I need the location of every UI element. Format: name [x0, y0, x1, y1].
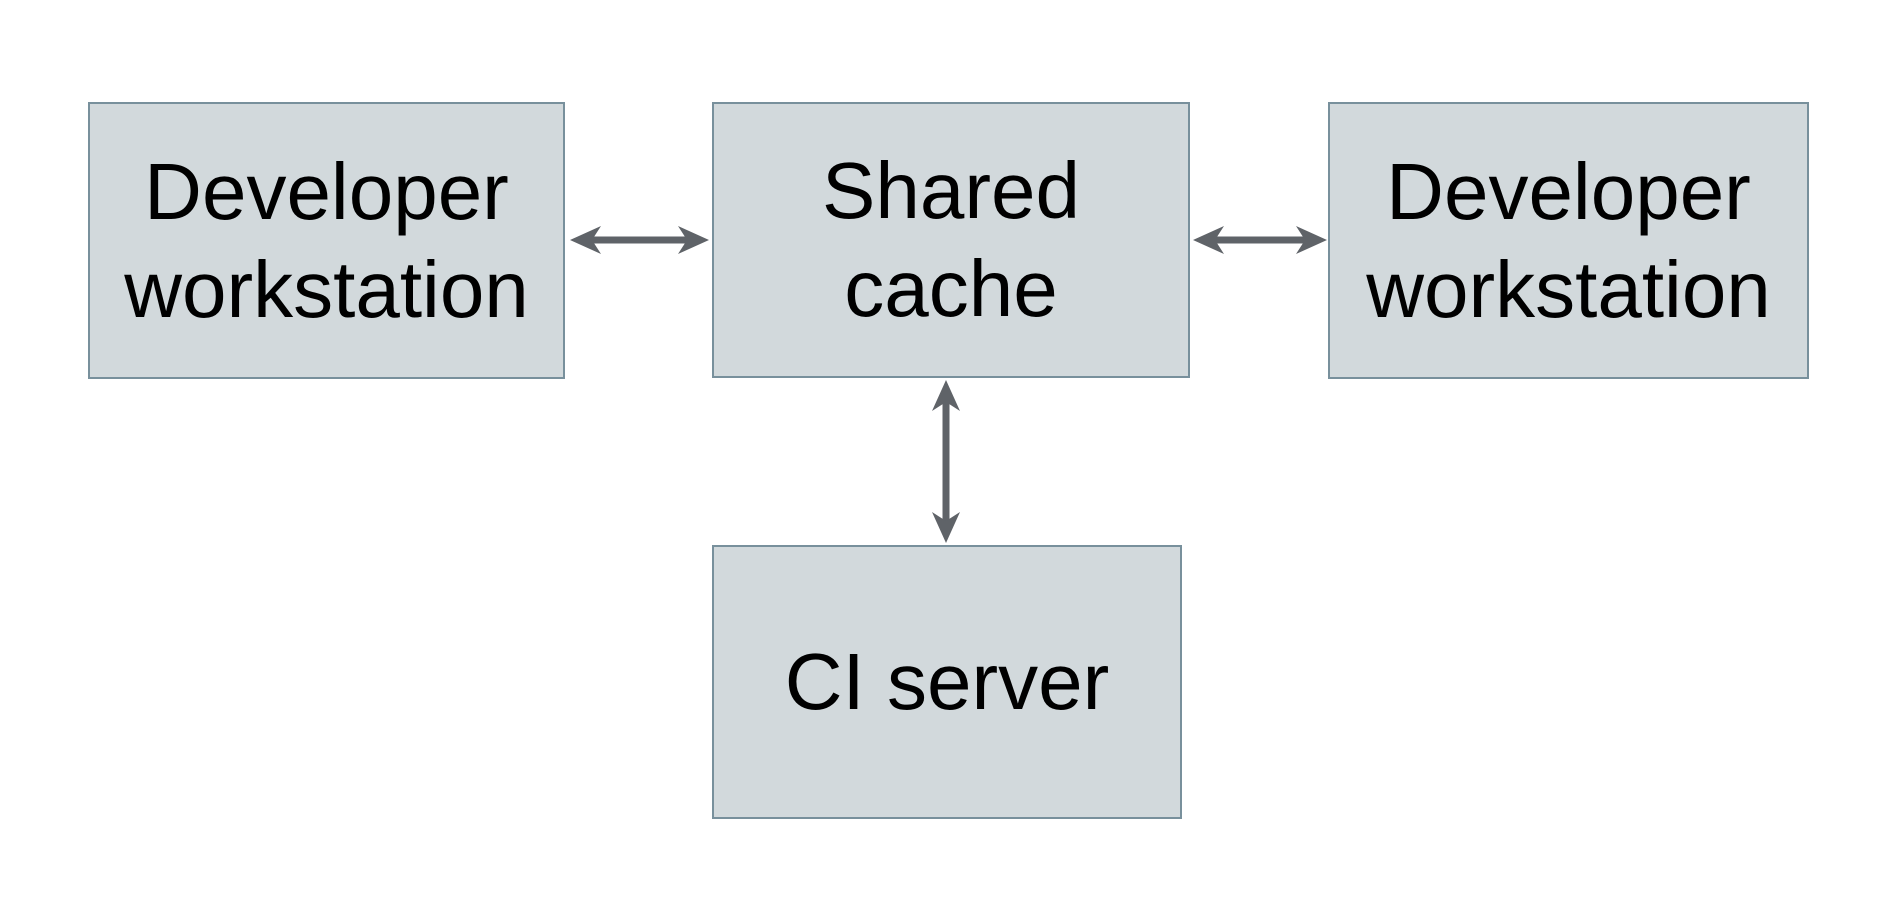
node-label: Shared cache [822, 146, 1080, 333]
bidirectional-arrow-shared-cache-ci-server [932, 380, 960, 543]
node-developer-workstation-right: Developer workstation [1328, 102, 1809, 379]
node-label: Developer workstation [1366, 146, 1771, 334]
arrowhead-up [932, 380, 960, 411]
node-label: Developer workstation [124, 146, 529, 334]
node-ci-server: CI server [712, 545, 1182, 819]
arrowhead-down [932, 512, 960, 543]
arrowhead-right [678, 226, 709, 254]
node-shared-cache: Shared cache [712, 102, 1190, 378]
arrowhead-right [1296, 226, 1327, 254]
bidirectional-arrow-left-workstation-shared-cache [570, 226, 709, 254]
bidirectional-arrow-shared-cache-right-workstation [1193, 226, 1327, 254]
node-developer-workstation-left: Developer workstation [88, 102, 565, 379]
arrowhead-left [1193, 226, 1224, 254]
node-label: CI server [784, 637, 1110, 727]
arrowhead-left [570, 226, 601, 254]
